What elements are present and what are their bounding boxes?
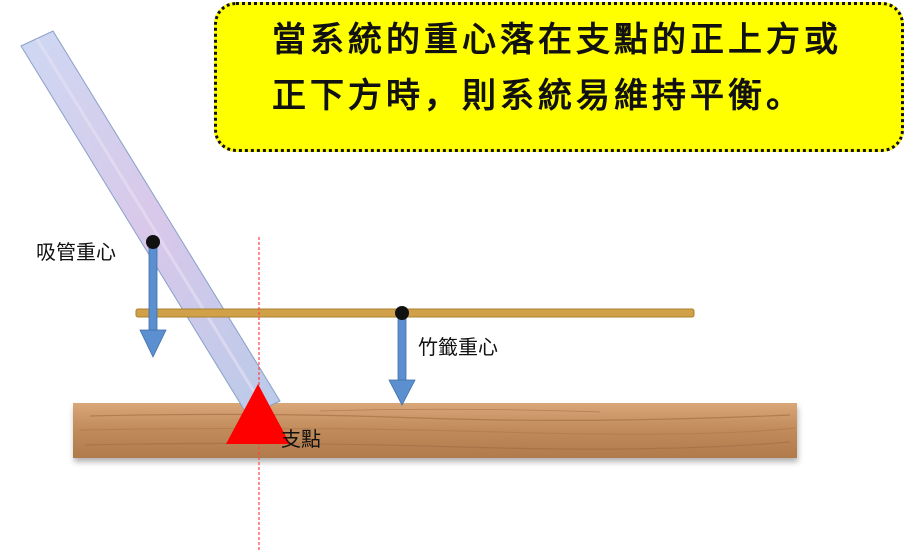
- skewer-gravity-arrow: [388, 317, 416, 406]
- straw-cog-label: 吸管重心: [36, 240, 116, 264]
- callout-line-2: 正下方時，則系統易維持平衡。: [272, 76, 804, 116]
- wooden-board: [73, 403, 797, 458]
- straw-gravity-arrow: [139, 243, 167, 358]
- fulcrum-triangle: [226, 384, 290, 444]
- bamboo-skewer: [135, 308, 695, 318]
- callout-text: 當系統的重心落在支點的正上方或 正下方時，則系統易維持平衡。: [272, 12, 902, 124]
- straw: [20, 30, 281, 417]
- fulcrum-label: 支點: [281, 427, 321, 451]
- callout-box: [214, 2, 904, 152]
- skewer-cog-label: 竹籤重心: [418, 335, 498, 359]
- skewer-cog-dot: [395, 306, 409, 320]
- callout-line-1: 當系統的重心落在支點的正上方或: [272, 20, 842, 60]
- straw-cog-dot: [146, 235, 160, 249]
